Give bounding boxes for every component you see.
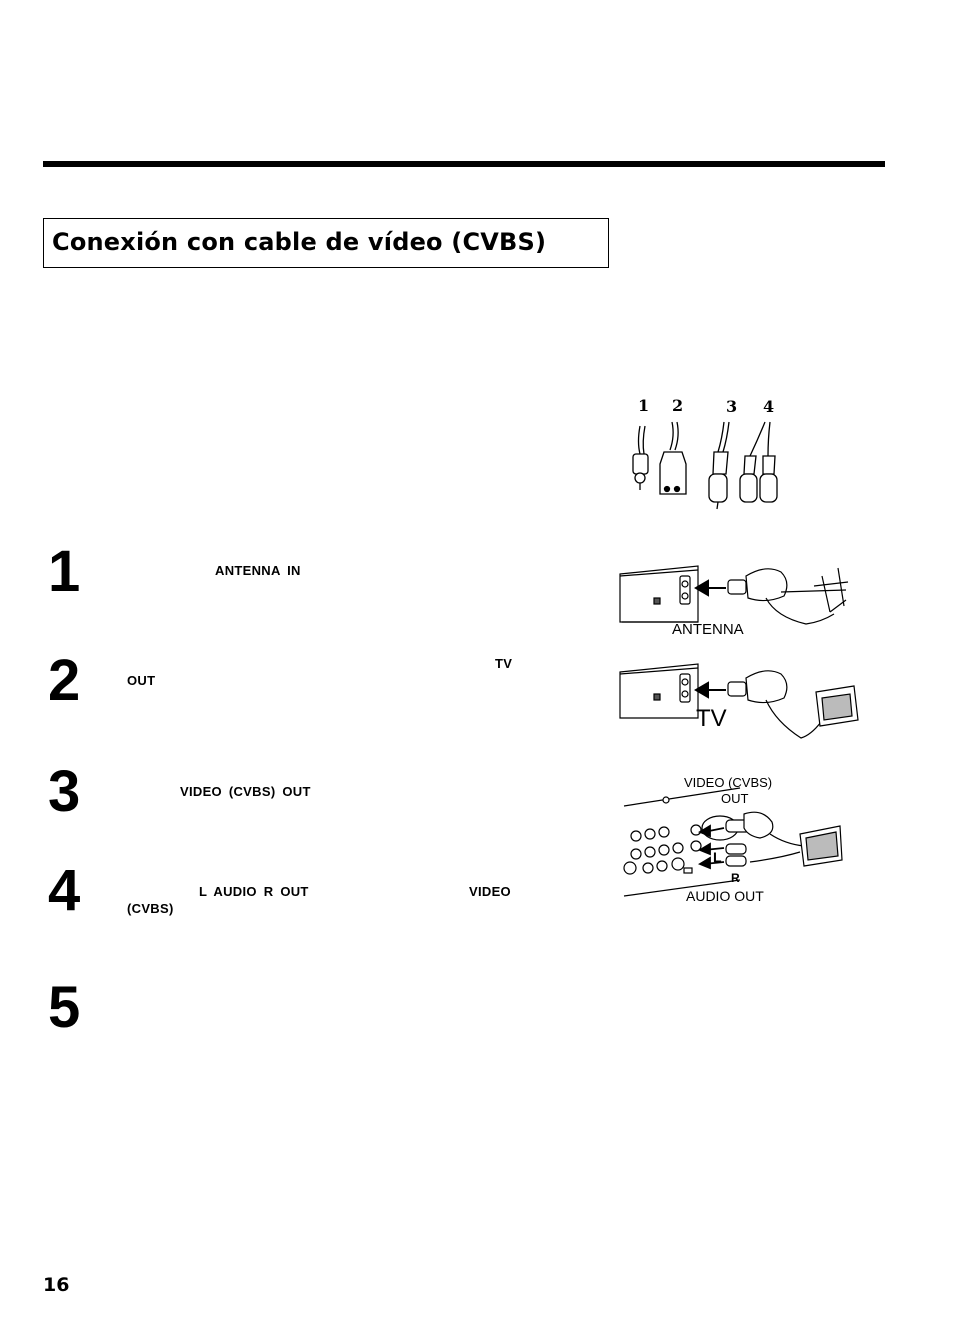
tv-connection-illustration: TV — [619, 663, 859, 739]
step-number-3: 3 — [48, 759, 81, 824]
cable-number-4: 4 — [763, 397, 774, 416]
step-1-label-antenna-in: ANTENNA IN — [215, 563, 301, 578]
audio-right-label: R — [731, 871, 740, 885]
section-title: Conexión con cable de vídeo (CVBS) — [52, 228, 547, 256]
section-title-box: Conexión con cable de vídeo (CVBS) — [43, 218, 609, 268]
video-cvbs-label: VIDEO (CVBS) — [684, 775, 772, 790]
step-number-4: 4 — [48, 858, 81, 923]
video-out-label: OUT — [721, 791, 749, 806]
step-2-label-tv: TV — [495, 656, 513, 671]
cables-illustration: 1 2 3 4 — [632, 396, 778, 510]
top-rule — [43, 161, 885, 167]
step-4-label-video: VIDEO — [469, 884, 511, 899]
step-number-2: 2 — [48, 648, 81, 713]
step-3-label-video-out: VIDEO (CVBS) OUT — [180, 784, 311, 799]
step-4-label-cvbs: (CVBS) — [127, 901, 174, 916]
step-2-label-out: OUT — [127, 673, 156, 688]
page-number: 16 — [43, 1274, 70, 1296]
cable-number-1: 1 — [638, 396, 649, 415]
tv-caption: TV — [696, 705, 727, 732]
cable-number-3: 3 — [726, 397, 737, 416]
antenna-connection-illustration: ANTENNA — [619, 565, 849, 638]
step-number-5: 5 — [48, 975, 81, 1040]
av-connection-illustration: VIDEO (CVBS) OUT L R AUDIO OUT — [623, 775, 843, 904]
antenna-caption: ANTENNA — [672, 621, 744, 638]
audio-out-label: AUDIO OUT — [686, 888, 764, 904]
step-4-label-audio-out: L AUDIO R OUT — [199, 884, 309, 899]
cable-number-2: 2 — [672, 396, 683, 415]
audio-left-label: L — [713, 849, 722, 865]
step-number-1: 1 — [48, 539, 81, 604]
